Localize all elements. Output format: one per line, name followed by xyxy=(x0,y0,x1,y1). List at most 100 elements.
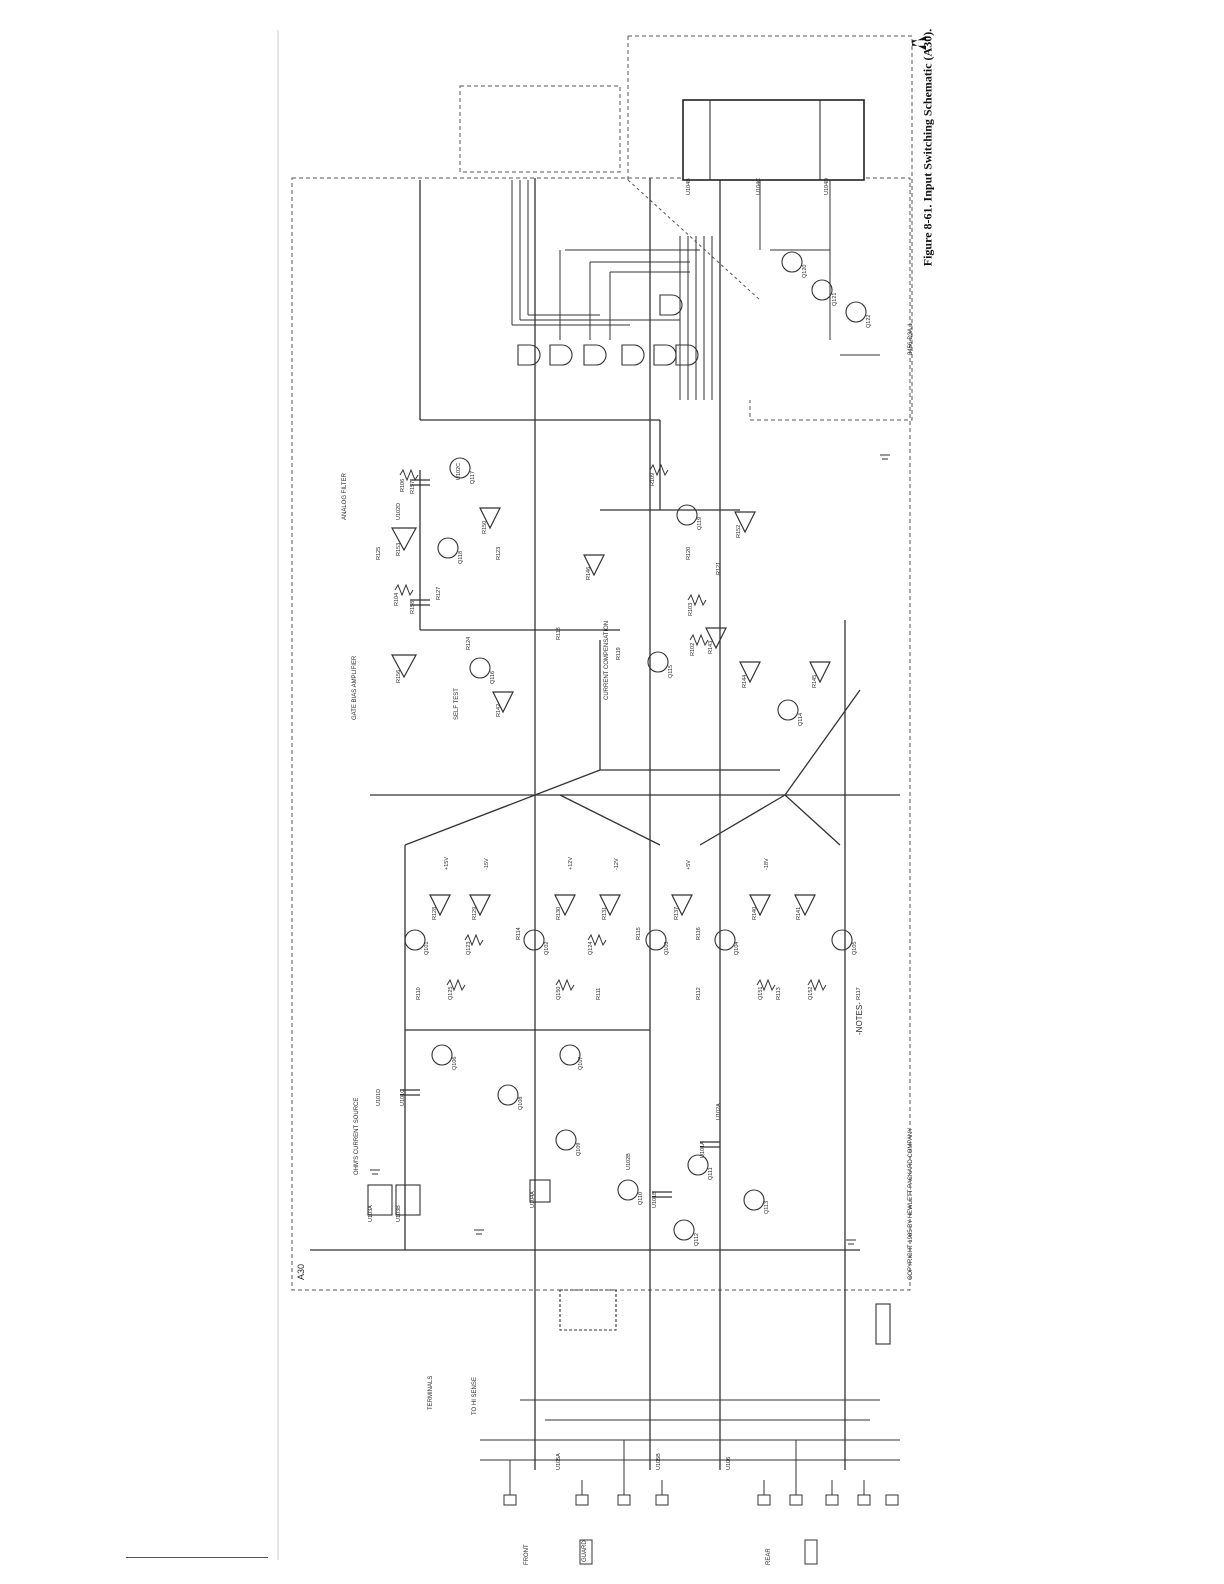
ref-u106: U106 xyxy=(726,1457,732,1470)
ref-r125: R125 xyxy=(376,547,382,560)
label-self-test: SELF TEST xyxy=(454,688,460,720)
ref-r121: R121 xyxy=(716,562,722,575)
ref-r119: R119 xyxy=(616,647,622,660)
label-guard: GUARD xyxy=(582,1540,588,1562)
ref-r150: R150 xyxy=(482,521,488,534)
ref-u104c: U104C xyxy=(756,178,762,195)
rail-label: +15V xyxy=(444,857,450,870)
rotated-labels: GATE BIAS AMPLIFIER ANALOG FILTER SELF T… xyxy=(296,322,914,1565)
ref-q101: Q101 xyxy=(424,942,430,955)
label-notes-heading: -NOTES- xyxy=(855,1002,864,1035)
op-amps xyxy=(390,507,831,917)
ref-q119: Q119 xyxy=(697,517,703,530)
ref-q109: Q109 xyxy=(576,1143,582,1156)
label-analog-filter: ANALOG FILTER xyxy=(342,472,348,520)
ref-q107: Q107 xyxy=(578,1057,584,1070)
ref-q104: Q104 xyxy=(734,942,740,955)
ref-q114: Q114 xyxy=(798,713,804,726)
ref-u101c: U101C xyxy=(400,1089,406,1106)
input-terminals xyxy=(480,1399,900,1565)
ref-r123: R123 xyxy=(496,547,502,560)
ref-r145: R145 xyxy=(812,675,818,688)
ref-r158: R158 xyxy=(410,601,416,614)
ref-r115: R115 xyxy=(636,927,642,940)
ref-u102d: U102D xyxy=(396,503,402,520)
label-drawing-number: 3456-D3A.1 xyxy=(908,322,914,355)
ref-r142: R142 xyxy=(496,704,502,717)
ref-r103: R103 xyxy=(688,603,694,616)
ref-u104a: U104A xyxy=(530,1191,536,1208)
ref-r157: R157 xyxy=(410,481,416,494)
label-ohms-source: OHM'S CURRENT SOURCE xyxy=(354,1098,360,1175)
ref-q113: Q113 xyxy=(764,1201,770,1214)
label-gate-bias-amp: GATE BIAS AMPLIFIER xyxy=(352,655,358,720)
ref-r146: R146 xyxy=(586,567,592,580)
ref-q105: Q105 xyxy=(852,942,858,955)
ref-u102a: U102A xyxy=(716,1103,722,1120)
resistor-marks xyxy=(394,463,827,992)
ref-q115: Q115 xyxy=(668,665,674,678)
ref-r124: R124 xyxy=(466,637,472,650)
ref-r120: R120 xyxy=(686,547,692,560)
label-rear: REAR xyxy=(766,1548,772,1565)
ref-r137: R137 xyxy=(674,907,680,920)
ref-u101a: U101A xyxy=(700,1141,706,1158)
rail-label: +5V xyxy=(686,860,692,870)
ref-r102: R102 xyxy=(690,643,696,656)
label-to-hi-sense: TO HI SENSE xyxy=(472,1377,478,1415)
label-front: FRONT xyxy=(524,1544,530,1565)
ground-symbols xyxy=(370,454,890,1245)
ref-u105a: U105A xyxy=(556,1453,562,1470)
capacitors xyxy=(400,479,720,1198)
ref-q151: Q151 xyxy=(758,987,764,1000)
ref-r109: R109 xyxy=(650,473,656,486)
ref-q150: Q150 xyxy=(556,987,562,1000)
ref-u102c: U102C xyxy=(456,463,462,480)
ref-r112: R112 xyxy=(696,987,702,1000)
ref-q152: Q152 xyxy=(808,987,814,1000)
label-copyright: COPYRIGHT 1985 BY HEWLETT-PACKARD COMPAN… xyxy=(908,1128,914,1280)
relays xyxy=(367,1179,891,1345)
ref-q122: Q122 xyxy=(866,315,872,328)
ref-r114: R114 xyxy=(516,927,522,940)
footer-rule xyxy=(126,1557,268,1558)
ref-q110: Q110 xyxy=(638,1192,644,1205)
ref-r128: R128 xyxy=(432,907,438,920)
ref-u101b: U101B xyxy=(652,1191,658,1208)
ref-r117: R117 xyxy=(856,987,862,1000)
ref-u105b: U105B xyxy=(656,1453,662,1470)
fet-transistors xyxy=(404,251,867,1241)
ref-u104b: U104B xyxy=(686,178,692,195)
ref-r116: R116 xyxy=(696,927,702,940)
rail-label: -18V xyxy=(764,858,770,870)
rail-label: +12V xyxy=(568,857,574,870)
ref-r106: R106 xyxy=(400,479,406,492)
ref-r140: R140 xyxy=(752,907,758,920)
ref-q120: Q120 xyxy=(802,265,808,278)
connector-j101-block xyxy=(682,99,865,181)
label-current-compensation: CURRENT COMPENSATION xyxy=(604,621,610,700)
ref-u102b: U102B xyxy=(626,1153,632,1170)
ref-r152: R152 xyxy=(736,525,742,538)
ref-r156: R156 xyxy=(396,670,402,683)
ref-q108: Q108 xyxy=(518,1097,524,1110)
ref-q112: Q112 xyxy=(694,1233,700,1246)
ref-r153: R153 xyxy=(396,543,402,556)
ref-q123: Q123 xyxy=(466,942,472,955)
logic-gates xyxy=(517,294,699,366)
ref-q125: Q125 xyxy=(448,987,454,1000)
ref-r143: R143 xyxy=(708,641,714,654)
ref-q106: Q106 xyxy=(452,1057,458,1070)
label-assembly: A30 xyxy=(296,1264,306,1280)
figure-caption: Figure 8-61. Input Switching Schematic (… xyxy=(918,29,938,270)
ref-u104d: U104D xyxy=(824,178,830,195)
ref-r141: R141 xyxy=(796,907,802,920)
ref-q124: Q124 xyxy=(588,942,594,955)
label-terminals: TERMINALS xyxy=(428,1376,434,1410)
ref-r127: R127 xyxy=(436,587,442,600)
control-bus xyxy=(511,180,880,400)
ref-r113: R113 xyxy=(776,987,782,1000)
rail-label: -15V xyxy=(484,858,490,870)
